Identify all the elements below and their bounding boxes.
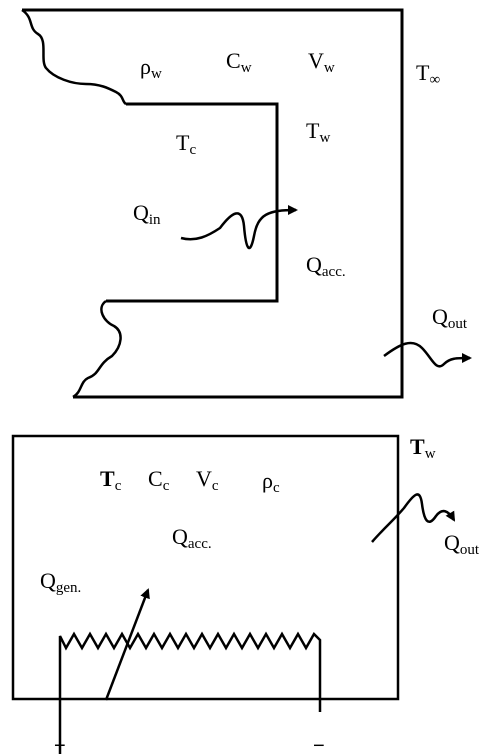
- q-gen-main: Q: [40, 568, 56, 593]
- label-q-out-top: Qout: [432, 304, 468, 332]
- v-w-sub: w: [324, 60, 335, 76]
- q-in-sub: in: [149, 212, 161, 228]
- label-t-w-bottom: Tw: [410, 434, 436, 462]
- v-c-sub: c: [212, 478, 219, 494]
- variable-resistor-arrow: [104, 588, 150, 701]
- label-c-w: Cw: [226, 48, 252, 76]
- q-out-bottom-wave-arrow: [371, 493, 456, 543]
- cell-body-box: [11, 434, 400, 701]
- v-c-main: V: [196, 466, 212, 491]
- rho-w-main: ρ: [140, 54, 151, 79]
- label-t-inf: T∞: [416, 60, 440, 88]
- t-w-top-sub: w: [319, 130, 330, 146]
- c-c-main: C: [148, 466, 163, 491]
- label-q-gen: Qgen.: [40, 568, 81, 596]
- label-q-out-bottom: Qout: [444, 530, 480, 558]
- q-out-bottom-sub: out: [460, 542, 480, 558]
- label-q-in: Qin: [133, 200, 161, 228]
- label-t-c-bottom: Tc: [100, 466, 122, 494]
- label-v-w: Vw: [308, 48, 335, 76]
- cell-boundary: [106, 102, 279, 303]
- t-w-bottom-sub: w: [425, 446, 436, 462]
- label-q-acc-top: Qacc.: [306, 252, 346, 280]
- q-acc-bottom-main: Q: [172, 524, 188, 549]
- q-acc-top-main: Q: [306, 252, 322, 277]
- t-c-bottom-sub: c: [115, 478, 122, 494]
- terminal-minus: −: [313, 735, 325, 756]
- q-out-top-sub: out: [448, 316, 468, 332]
- v-w-main: V: [308, 48, 324, 73]
- q-gen-sub: gen.: [56, 580, 81, 596]
- label-t-c-top: Tc: [176, 130, 196, 158]
- c-c-sub: c: [163, 478, 170, 494]
- t-w-bottom-main: T: [410, 434, 425, 459]
- label-c-c: Cc: [148, 466, 170, 494]
- rho-c-main: ρ: [262, 468, 273, 493]
- q-acc-top-sub: acc.: [322, 264, 346, 280]
- label-v-c: Vc: [196, 466, 219, 494]
- label-q-acc-bottom: Qacc.: [172, 524, 212, 552]
- upper-break-line: [21, 8, 127, 106]
- t-c-top-main: T: [176, 130, 190, 155]
- q-out-top-main: Q: [432, 304, 448, 329]
- bottom-diagram: Tw Tc Cc Vc ρc Qacc. Qout Qgen. + −: [11, 434, 480, 756]
- t-w-top-main: T: [306, 118, 320, 143]
- t-c-top-sub: c: [189, 142, 196, 158]
- label-rho-c: ρc: [262, 468, 280, 496]
- terminal-plus: +: [54, 735, 66, 756]
- resistor-element: [58, 631, 322, 754]
- top-diagram: ρw Cw Vw T∞ Tc Tw Qin Qacc. Qout: [21, 8, 472, 399]
- rho-w-sub: w: [151, 66, 162, 82]
- q-out-bottom-main: Q: [444, 530, 460, 555]
- outer-wall-boundary: [22, 8, 404, 399]
- c-w-main: C: [226, 48, 241, 73]
- q-out-wave-arrow: [383, 341, 472, 368]
- t-inf-main: T: [416, 60, 430, 85]
- lower-break-line: [72, 299, 122, 399]
- q-in-main: Q: [133, 200, 149, 225]
- label-rho-w: ρw: [140, 54, 162, 82]
- rho-c-sub: c: [273, 480, 280, 496]
- label-t-w-top: Tw: [306, 118, 330, 146]
- q-acc-bottom-sub: acc.: [188, 536, 212, 552]
- t-inf-sub: ∞: [429, 72, 440, 88]
- t-c-bottom-main: T: [100, 466, 115, 491]
- c-w-sub: w: [241, 60, 252, 76]
- q-in-wave-arrow: [180, 205, 298, 250]
